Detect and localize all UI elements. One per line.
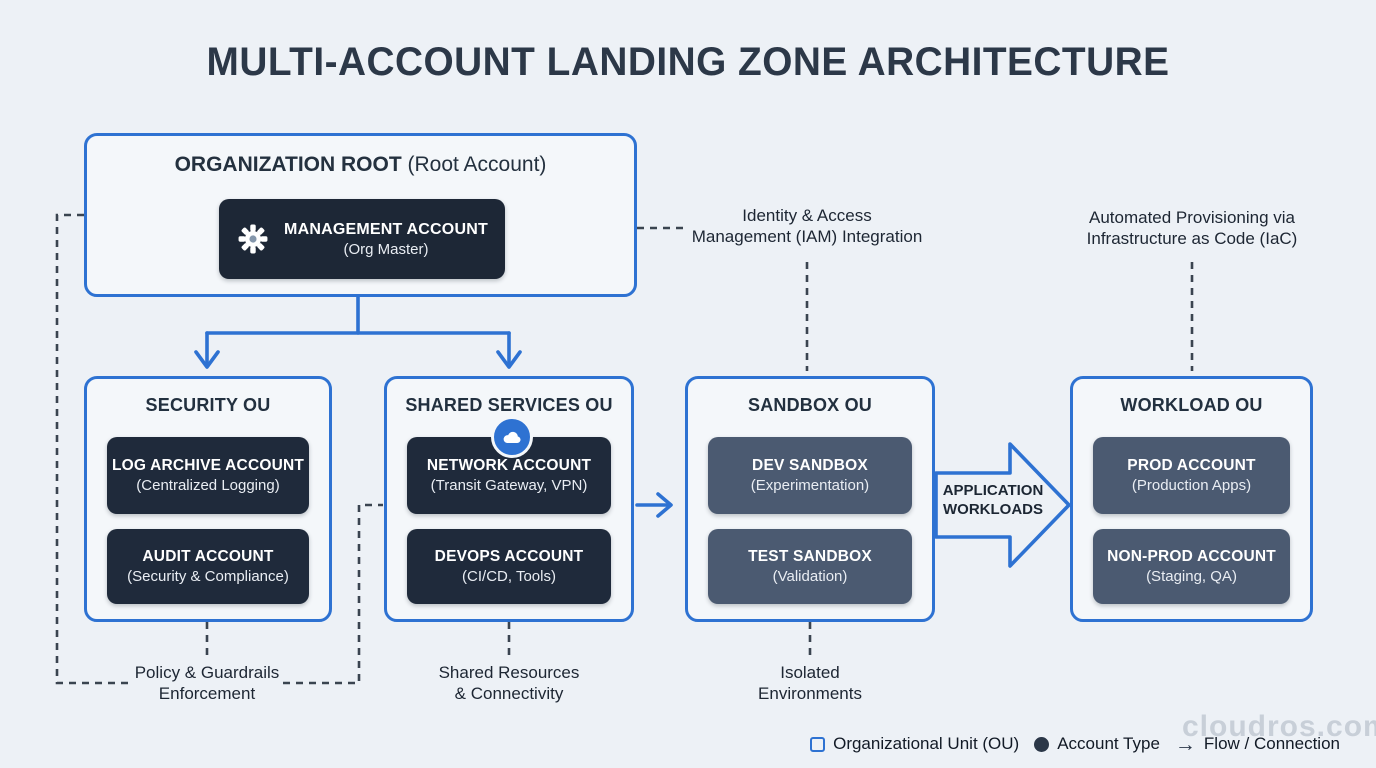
cloud-icon (491, 416, 533, 458)
account-name: AUDIT ACCOUNT (142, 548, 274, 565)
workload-ou-box: WORKLOAD OU PROD ACCOUNT (Production App… (1070, 376, 1313, 622)
annotation-line: Automated Provisioning via (1088, 208, 1296, 227)
organization-root-title-bold: ORGANIZATION ROOT (174, 153, 402, 176)
test-sandbox-box: TEST SANDBOX (Validation) (708, 529, 912, 604)
flow-label-line: APPLICATION (942, 482, 1044, 499)
legend-item-flow: → Flow / Connection (1174, 732, 1340, 756)
annotation-line: Environments (758, 683, 862, 703)
prod-account-box: PROD ACCOUNT (Production Apps) (1093, 437, 1290, 514)
ou-title: SANDBOX OU (747, 395, 872, 415)
legend-label: Flow / Connection (1203, 734, 1340, 753)
isolated-environments-annotation: Isolated Environments (758, 663, 862, 704)
account-name: DEV SANDBOX (752, 457, 868, 474)
account-subtitle: (Centralized Logging) (136, 477, 280, 494)
legend-item-ou: Organizational Unit (OU) (810, 734, 1019, 754)
management-account-text: MANAGEMENT ACCOUNT (Org Master) (284, 220, 488, 259)
account-subtitle: (Production Apps) (1131, 477, 1252, 494)
annotation-line: Shared Resources (438, 663, 580, 682)
annotation-line: Policy & Guardrails (134, 663, 280, 682)
arrowhead-shared (496, 350, 522, 369)
management-account-box: MANAGEMENT ACCOUNT (Org Master) (219, 199, 505, 279)
log-archive-account-box: LOG ARCHIVE ACCOUNT (Centralized Logging… (107, 437, 309, 514)
account-name: LOG ARCHIVE ACCOUNT (111, 457, 305, 474)
security-ou-box: SECURITY OU LOG ARCHIVE ACCOUNT (Central… (84, 376, 332, 622)
non-prod-account-box: NON-PROD ACCOUNT (Staging, QA) (1093, 529, 1290, 604)
page-title: MULTI-ACCOUNT LANDING ZONE ARCHITECTURE (206, 40, 1170, 84)
account-name: NETWORK ACCOUNT (426, 457, 592, 474)
account-subtitle: (Experimentation) (750, 477, 870, 494)
audit-account-box: AUDIT ACCOUNT (Security & Compliance) (107, 529, 309, 604)
dev-sandbox-box: DEV SANDBOX (Experimentation) (708, 437, 912, 514)
organization-root-box: ORGANIZATION ROOT (Root Account) MANAGEM (84, 133, 637, 297)
legend-label: Organizational Unit (OU) (833, 734, 1020, 753)
application-workloads-label: APPLICATION WORKLOADS (935, 481, 1051, 519)
legend-item-account: Account Type (1034, 734, 1160, 754)
dashed-policy-right-path (283, 503, 383, 685)
ou-title: SECURITY OU (145, 395, 271, 415)
arrowhead-sandbox (656, 492, 673, 518)
account-name: DEVOPS ACCOUNT (434, 548, 584, 565)
annotation-line: Identity & Access (742, 206, 872, 225)
ou-square-icon (810, 736, 826, 752)
account-subtitle: (CI/CD, Tools) (462, 568, 556, 585)
account-name: PROD ACCOUNT (1127, 457, 1256, 474)
ou-title: SHARED SERVICES OU (405, 395, 613, 415)
ou-title: WORKLOAD OU (1120, 395, 1263, 415)
account-subtitle: (Org Master) (343, 240, 429, 258)
devops-account-box: DEVOPS ACCOUNT (CI/CD, Tools) (407, 529, 611, 604)
legend-label: Account Type (1057, 734, 1160, 753)
annotation-line: Isolated (780, 663, 840, 682)
policy-guardrails-annotation: Policy & Guardrails Enforcement (135, 663, 280, 704)
sandbox-ou-box: SANDBOX OU DEV SANDBOX (Experimentation)… (685, 376, 935, 622)
gear-icon (238, 224, 268, 254)
application-workloads-arrow (934, 442, 1071, 568)
iac-annotation: Automated Provisioning via Infrastructur… (1087, 208, 1298, 249)
flow-label-line: WORKLOADS (943, 501, 1043, 518)
account-name: MANAGEMENT ACCOUNT (284, 220, 488, 238)
account-subtitle: (Transit Gateway, VPN) (430, 477, 588, 494)
annotation-line: Infrastructure as Code (IaC) (1086, 228, 1298, 248)
annotation-line: Management (IAM) Integration (691, 226, 923, 246)
account-subtitle: (Staging, QA) (1146, 568, 1237, 585)
organization-root-title-suffix: (Root Account) (401, 153, 547, 176)
iam-annotation: Identity & Access Management (IAM) Integ… (692, 206, 923, 247)
flow-arrow-icon: → (1174, 732, 1196, 756)
organization-root-title: ORGANIZATION ROOT (Root Account) (87, 153, 634, 177)
account-subtitle: (Security & Compliance) (127, 568, 289, 585)
shared-resources-annotation: Shared Resources & Connectivity (439, 663, 580, 704)
dashed-policy-left-path (55, 213, 132, 685)
annotation-line: Enforcement (158, 683, 256, 703)
account-name: NON-PROD ACCOUNT (1107, 548, 1276, 565)
account-circle-icon (1034, 736, 1050, 752)
arrowhead-security (194, 350, 220, 369)
account-subtitle: (Validation) (772, 568, 848, 585)
shared-services-ou-box: SHARED SERVICES OU NETWORK ACCOUNT (Tran… (384, 376, 634, 622)
legend: Organizational Unit (OU) Account Type → … (810, 732, 1340, 756)
annotation-line: & Connectivity (454, 683, 564, 703)
account-name: TEST SANDBOX (748, 548, 872, 565)
